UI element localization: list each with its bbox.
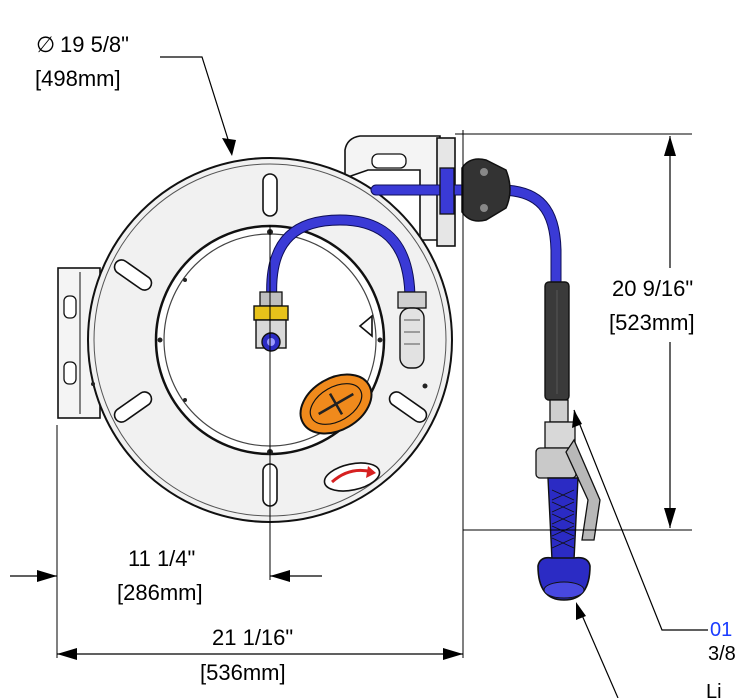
center-offset-metric: [286mm]	[117, 580, 203, 605]
triangle-marker	[358, 314, 373, 338]
diameter-imperial: 19 5/8"	[60, 32, 129, 57]
diameter-metric: [498mm]	[35, 66, 121, 91]
height-metric: [523mm]	[609, 310, 695, 335]
swivel-fitting	[397, 291, 427, 369]
drum-slot	[262, 173, 278, 217]
spray-valve	[535, 399, 601, 541]
drum-slot	[113, 259, 153, 291]
spray-nozzle	[537, 477, 591, 601]
overall-width-metric: [536mm]	[200, 660, 286, 685]
center-offset-imperial: 11 1/4"	[128, 546, 195, 571]
hose-guide	[439, 158, 511, 222]
center-offset-dimension: 11 1/4" [286mm]	[10, 546, 322, 605]
drum-slot	[113, 391, 153, 423]
height-imperial: 20 9/16"	[612, 276, 693, 301]
part-spec-callout: 3/8	[708, 643, 736, 665]
inlet-valve	[253, 291, 289, 352]
overall-width-imperial: 21 1/16"	[212, 625, 293, 650]
nozzle-callout-leader	[576, 602, 619, 698]
part-spec-callout-line2: Li	[706, 681, 722, 698]
red-direction-label	[323, 462, 381, 492]
diameter-dimension: ∅ 19 5/8" [498mm]	[35, 32, 236, 156]
hose-protector	[544, 281, 570, 401]
overall-width-dimension: 21 1/16" [536mm]	[57, 625, 463, 685]
diameter-symbol: ∅	[36, 32, 55, 57]
inner-hose	[266, 214, 416, 306]
valve-callout-leader	[572, 409, 708, 631]
part-number-callout: 01	[710, 619, 732, 641]
drum-slot	[388, 391, 428, 423]
orange-instruction-label	[299, 373, 373, 435]
height-dimension: 20 9/16" [523mm]	[609, 136, 695, 528]
